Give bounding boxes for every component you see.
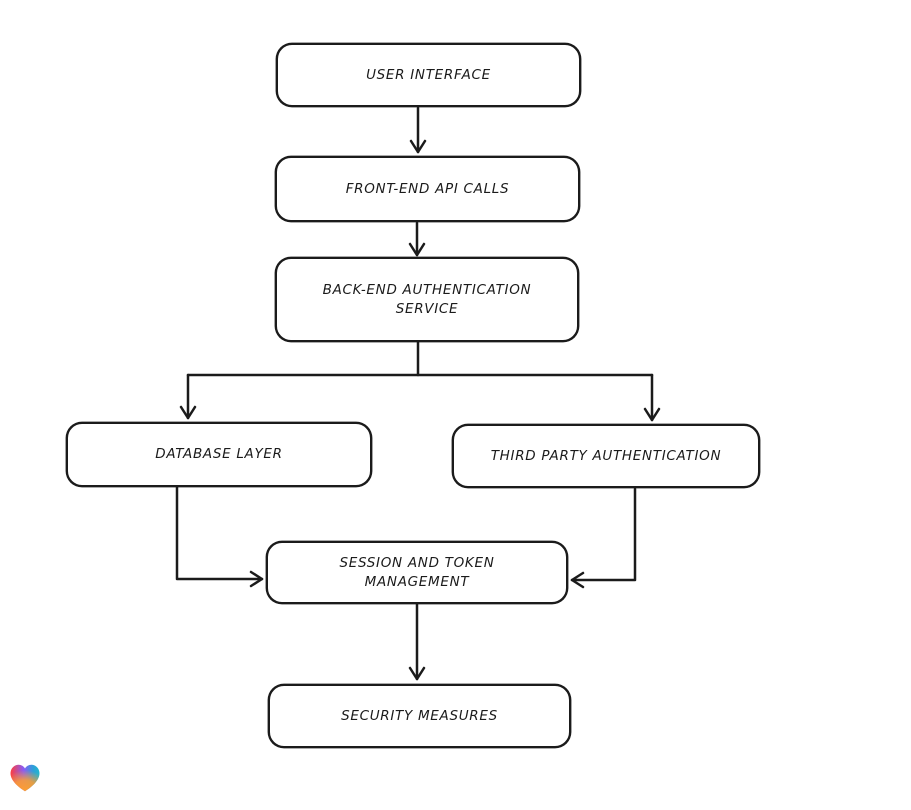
node-back-end-authentication-service-label: BACK-END AUTHENTICATION SERVICE: [322, 281, 532, 317]
node-third-party-authentication: THIRD PARTY AUTHENTICATION: [452, 424, 760, 488]
node-front-end-api-calls: FRONT-END API CALLS: [275, 156, 580, 222]
node-back-end-authentication-service: BACK-END AUTHENTICATION SERVICE: [275, 257, 579, 342]
node-session-and-token-management-label: SESSION AND TOKEN MANAGEMENT: [339, 554, 495, 590]
node-security-measures-label: SECURITY MEASURES: [341, 707, 498, 724]
node-user-interface: USER INTERFACE: [276, 43, 581, 107]
node-third-party-authentication-label: THIRD PARTY AUTHENTICATION: [490, 447, 722, 464]
node-front-end-api-calls-label: FRONT-END API CALLS: [345, 180, 510, 197]
gradient-heart-logo[interactable]: [8, 761, 42, 795]
node-security-measures: SECURITY MEASURES: [268, 684, 571, 748]
node-session-and-token-management: SESSION AND TOKEN MANAGEMENT: [266, 541, 568, 604]
edge-database-to-session: [175, 485, 264, 588]
edge-thirdparty-to-session: [570, 487, 637, 589]
node-user-interface-label: USER INTERFACE: [366, 66, 491, 83]
node-database-layer-label: DATABASE LAYER: [155, 446, 283, 462]
node-database-layer: DATABASE LAYER: [66, 422, 372, 487]
